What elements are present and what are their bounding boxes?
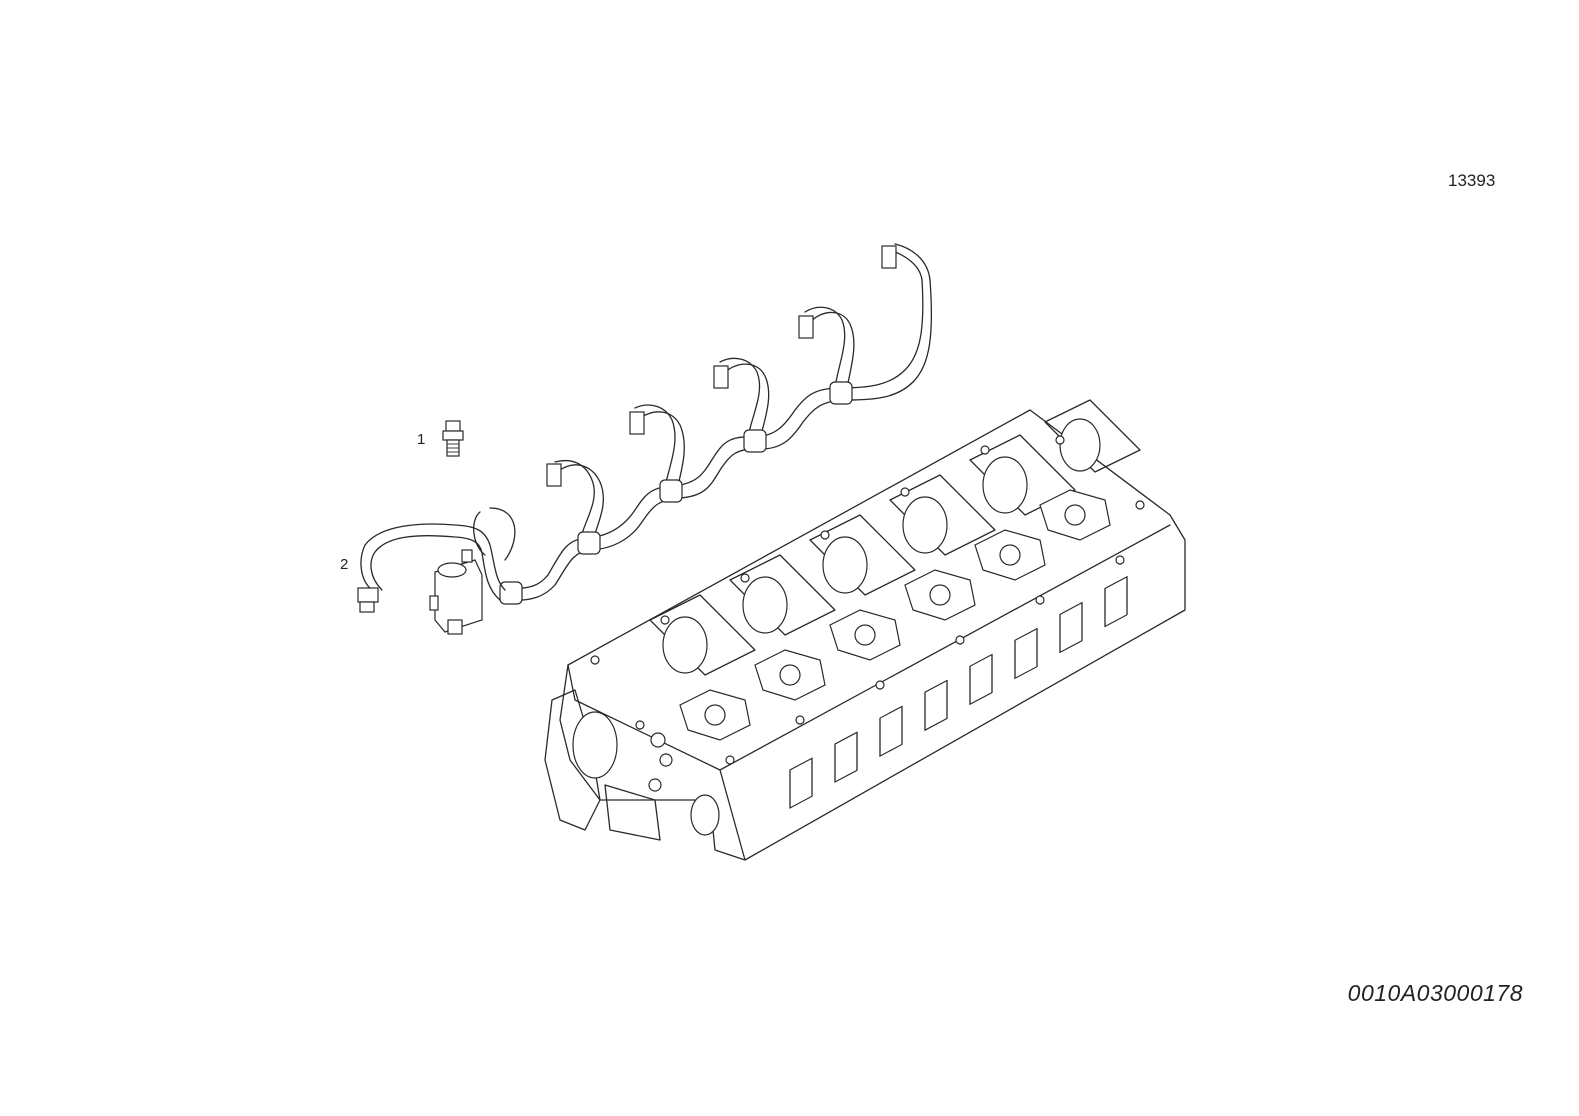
injector-seats xyxy=(679,489,1111,741)
callout-2-label: 2 xyxy=(340,556,348,573)
document-code: 0010A03000178 xyxy=(1347,980,1523,1006)
cylinder-bays xyxy=(649,399,1141,676)
part-1-fitting xyxy=(442,420,464,457)
reference-number: 13393 xyxy=(1448,171,1496,190)
part-2-pipe-assembly xyxy=(357,243,933,635)
cylinder-head xyxy=(544,399,1186,861)
bolt-holes xyxy=(590,435,1145,765)
side-ports xyxy=(789,576,1128,809)
callout-1-label: 1 xyxy=(417,431,425,448)
